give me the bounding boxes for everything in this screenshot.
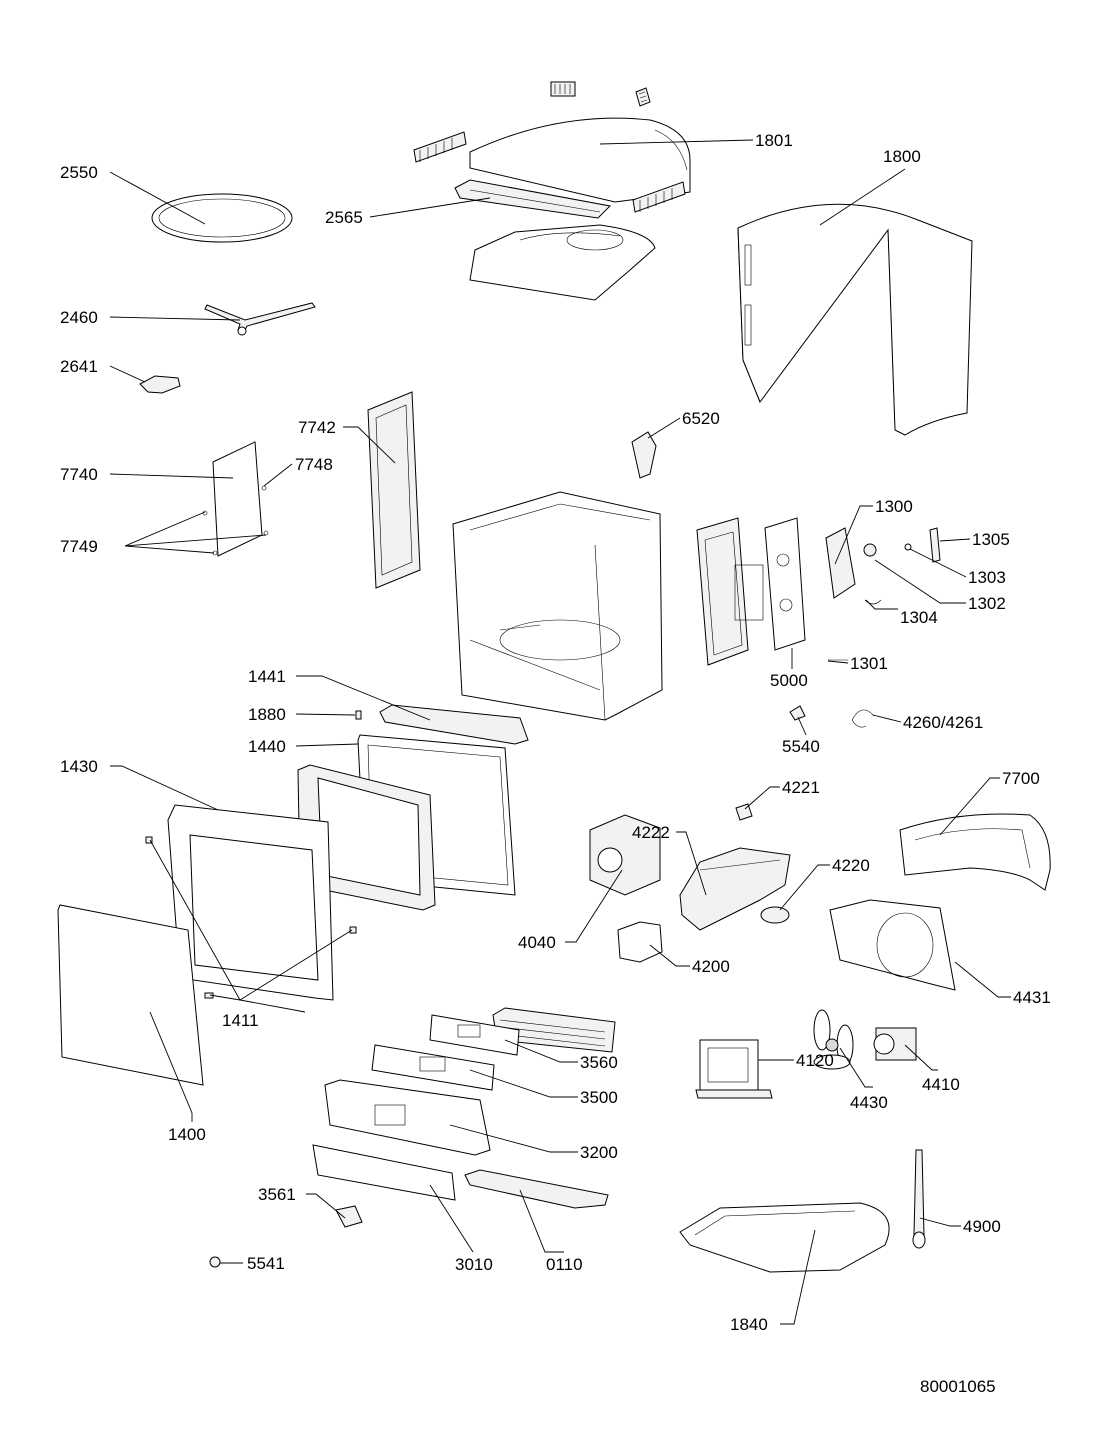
label-4222: 4222 [632,823,670,842]
top-clip-a [550,81,576,97]
label-7700: 7700 [1002,769,1040,788]
label-4120: 4120 [796,1051,834,1070]
sensor-4260 [851,709,875,728]
label-5540: 5540 [782,737,820,756]
label-0110: 0110 [546,1255,583,1274]
roller-2460 [204,302,316,336]
label-2550: 2550 [60,163,98,182]
label-4200: 4200 [692,957,730,976]
base-1840 [679,1202,890,1273]
label-1880: 1880 [248,705,286,724]
front-strip-2565 [454,179,612,219]
label-2565: 2565 [325,208,363,227]
control-bracket [696,517,764,666]
label-7748: 7748 [295,455,333,474]
label-7740: 7740 [60,465,98,484]
door-choke [297,764,436,911]
label-5000: 5000 [770,671,808,690]
part-labels: 1801 1800 2550 2565 2460 2641 7742 6520 … [60,131,1051,1396]
label-4040: 4040 [518,933,556,952]
wrap-1800 [737,203,973,436]
label-4221: 4221 [782,778,820,797]
label-1441: 1441 [248,667,286,686]
bracket-4222 [679,847,791,931]
label-7742: 7742 [298,418,336,437]
label-5541: 5541 [247,1254,285,1273]
vent-grille [492,1007,616,1053]
drawing-number: 80001065 [920,1377,996,1396]
label-1840: 1840 [730,1315,768,1334]
label-1304: 1304 [900,608,938,627]
magnetron-4040 [589,814,661,896]
fan-motor-4410 [873,1027,917,1061]
clip-5540 [789,705,806,721]
label-1302: 1302 [968,594,1006,613]
label-3200: 3200 [580,1143,618,1162]
door-1430 [167,804,334,1001]
side-panel-7742 [367,391,421,589]
label-1801: 1801 [755,131,793,150]
fan-housing-4431 [829,899,956,991]
label-1400: 1400 [168,1125,206,1144]
screw-5541 [209,1256,221,1268]
label-1300: 1300 [875,497,913,516]
control-pcb-5000 [764,517,806,651]
leader-lines [109,139,1011,1325]
label-1305: 1305 [972,530,1010,549]
label-3560: 3560 [580,1053,618,1072]
thermostat-4220 [760,906,790,924]
label-1800: 1800 [883,147,921,166]
fan-blade-4430 [813,1009,854,1070]
interlock-1300 [825,527,856,599]
label-3561 [335,1205,363,1228]
pcb-3560 [429,1014,520,1056]
transformer-4120 [695,1039,773,1099]
label-1440: 1440 [248,737,286,756]
pcb-3500 [371,1044,495,1091]
label-2641: 2641 [60,357,98,376]
pin-1880 [355,710,362,720]
label-4900: 4900 [963,1217,1001,1236]
label-6520: 6520 [682,409,720,428]
cavity-frame [452,491,663,721]
fuse-4221 [735,803,753,821]
label-4410: 4410 [922,1075,960,1094]
top-plate [469,224,656,301]
gasket-ring-2550 [151,193,293,243]
interlock-parts [828,527,941,661]
label-1301: 1301 [850,654,888,673]
label-4431: 4431 [1013,988,1051,1007]
label-4260: 4260/4261 [903,713,983,732]
clips-1411 [145,836,357,999]
air-duct-7700 [899,813,1051,891]
coupler-2641 [139,375,181,394]
label-3500: 3500 [580,1088,618,1107]
label-4220: 4220 [832,856,870,875]
front-panel-3010 [312,1144,456,1201]
label-3010: 3010 [455,1255,493,1274]
label-2460: 2460 [60,308,98,327]
waveguide-cover-4200 [617,921,663,963]
label-1430: 1430 [60,757,98,776]
top-cover-1801 [413,117,691,213]
control-box-3200 [324,1079,491,1156]
label-4430: 4430 [850,1093,888,1112]
label-7749: 7749 [60,537,98,556]
door-glass-1400 [57,904,204,1086]
label-1411: 1411 [222,1011,259,1030]
label-3561: 3561 [258,1185,296,1204]
door-trim-1441 [379,704,529,745]
probe-4900 [912,1149,926,1249]
lamp-6520 [631,431,657,479]
trim-0110 [464,1169,609,1209]
label-1303: 1303 [968,568,1006,587]
part-drawings [57,81,1051,1273]
top-clip-b [635,87,651,107]
